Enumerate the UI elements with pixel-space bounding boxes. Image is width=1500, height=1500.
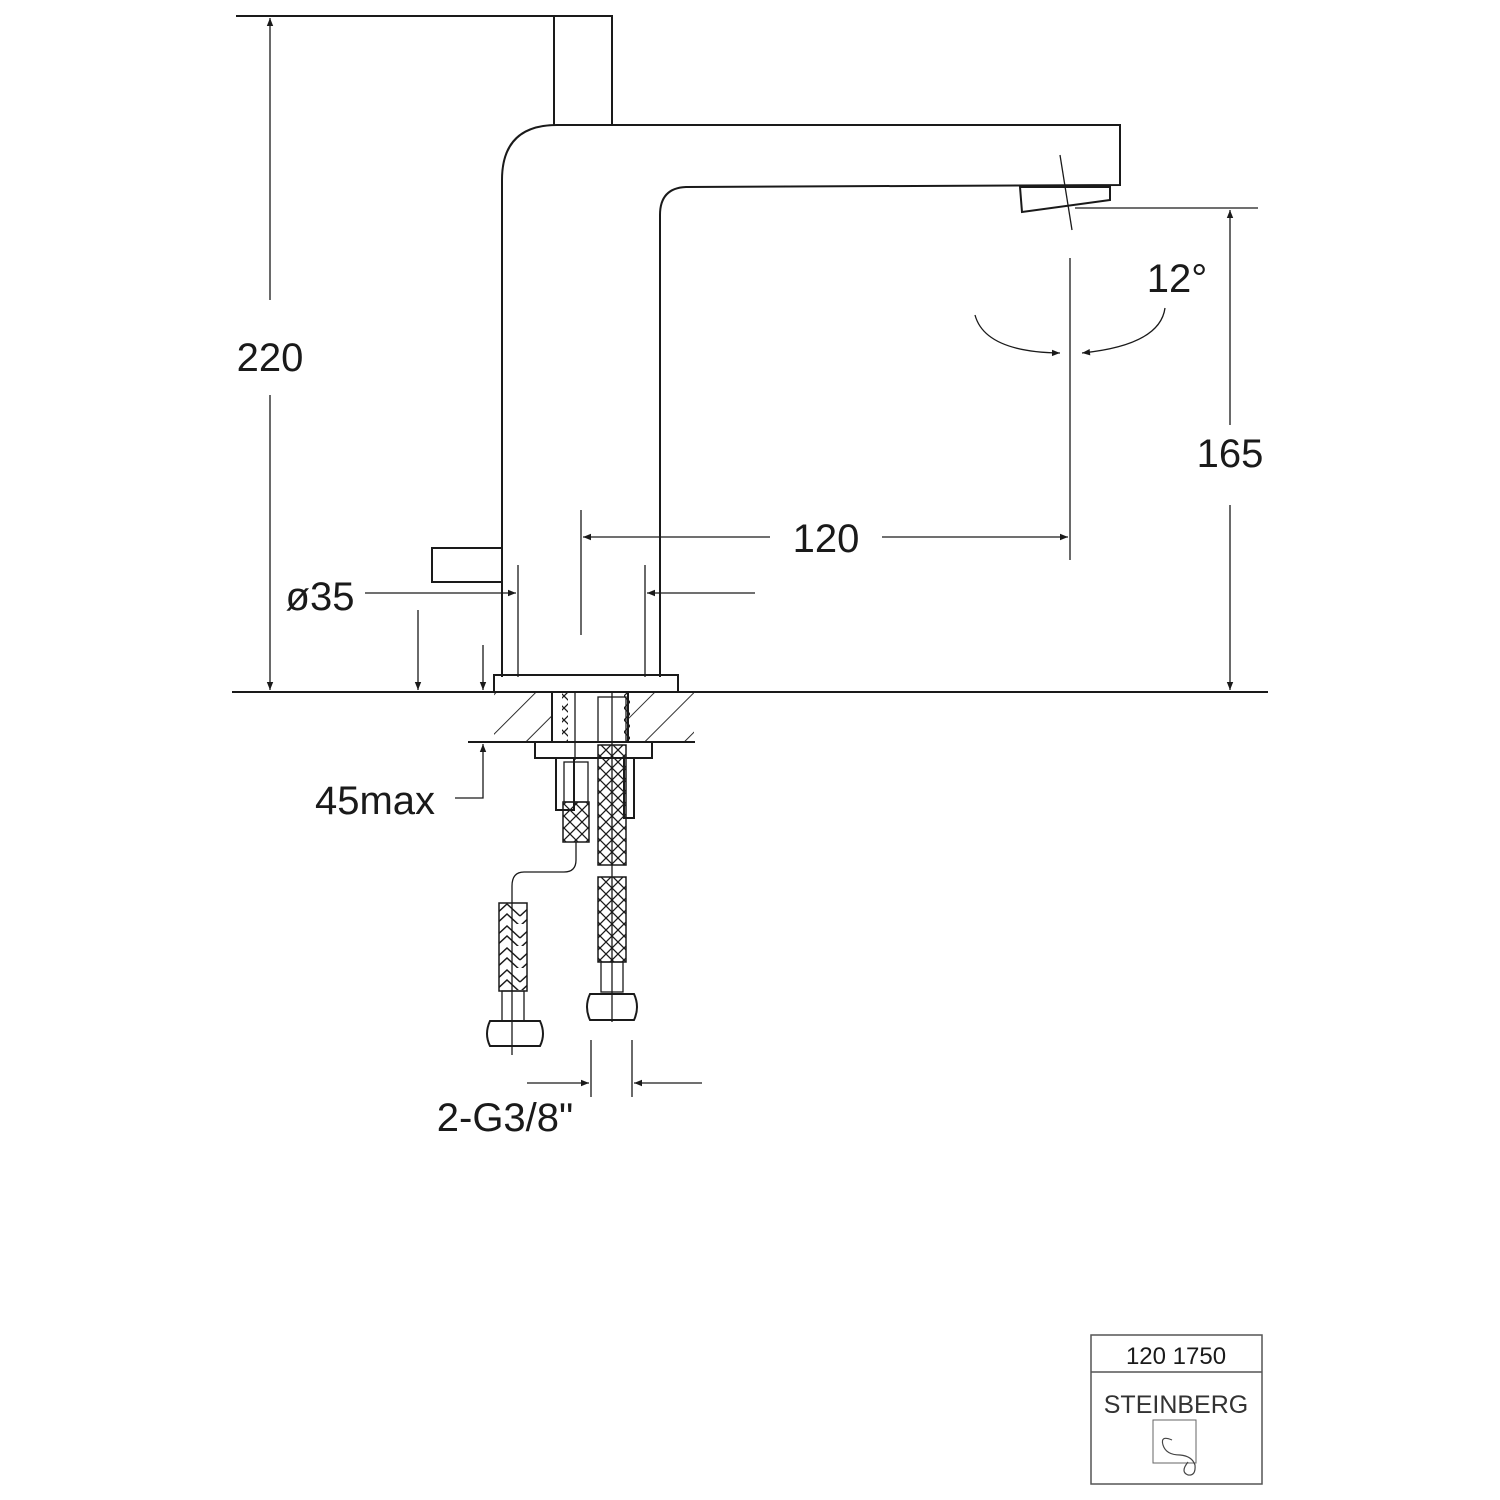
dimension-120: 120 [583, 517, 1068, 561]
supply-hoses [486, 510, 638, 1055]
dim-max-thickness: 45max [315, 779, 435, 823]
dimension-counter-thickness: 45max [315, 610, 487, 823]
dim-connections: 2-G3/8" [437, 1096, 573, 1140]
dimension-diameter: ø35 [286, 575, 755, 619]
countertop-section [468, 692, 695, 819]
swivel-angle: 12° [974, 257, 1208, 560]
faucet-top-outline [236, 15, 613, 125]
dim-swivel-angle: 12° [1147, 257, 1208, 301]
article-number: 120 1750 [1126, 1343, 1226, 1370]
dim-spout-reach: 120 [793, 517, 860, 561]
dim-total-height: 220 [237, 336, 304, 380]
dimension-220: 220 [237, 18, 304, 690]
brand-name: STEINBERG [1104, 1391, 1248, 1419]
dim-spout-height: 165 [1197, 432, 1264, 476]
dimension-connections: 2-G3/8" [437, 1040, 702, 1140]
dim-body-diameter: ø35 [286, 575, 355, 619]
title-block: 120 1750 STEINBERG [1090, 1334, 1263, 1485]
faucet-body [431, 124, 1121, 693]
lever-handle [431, 547, 503, 583]
dimension-165: 165 [1075, 207, 1264, 690]
brand-logo-icon [1152, 1419, 1197, 1476]
base-plate [493, 674, 679, 693]
